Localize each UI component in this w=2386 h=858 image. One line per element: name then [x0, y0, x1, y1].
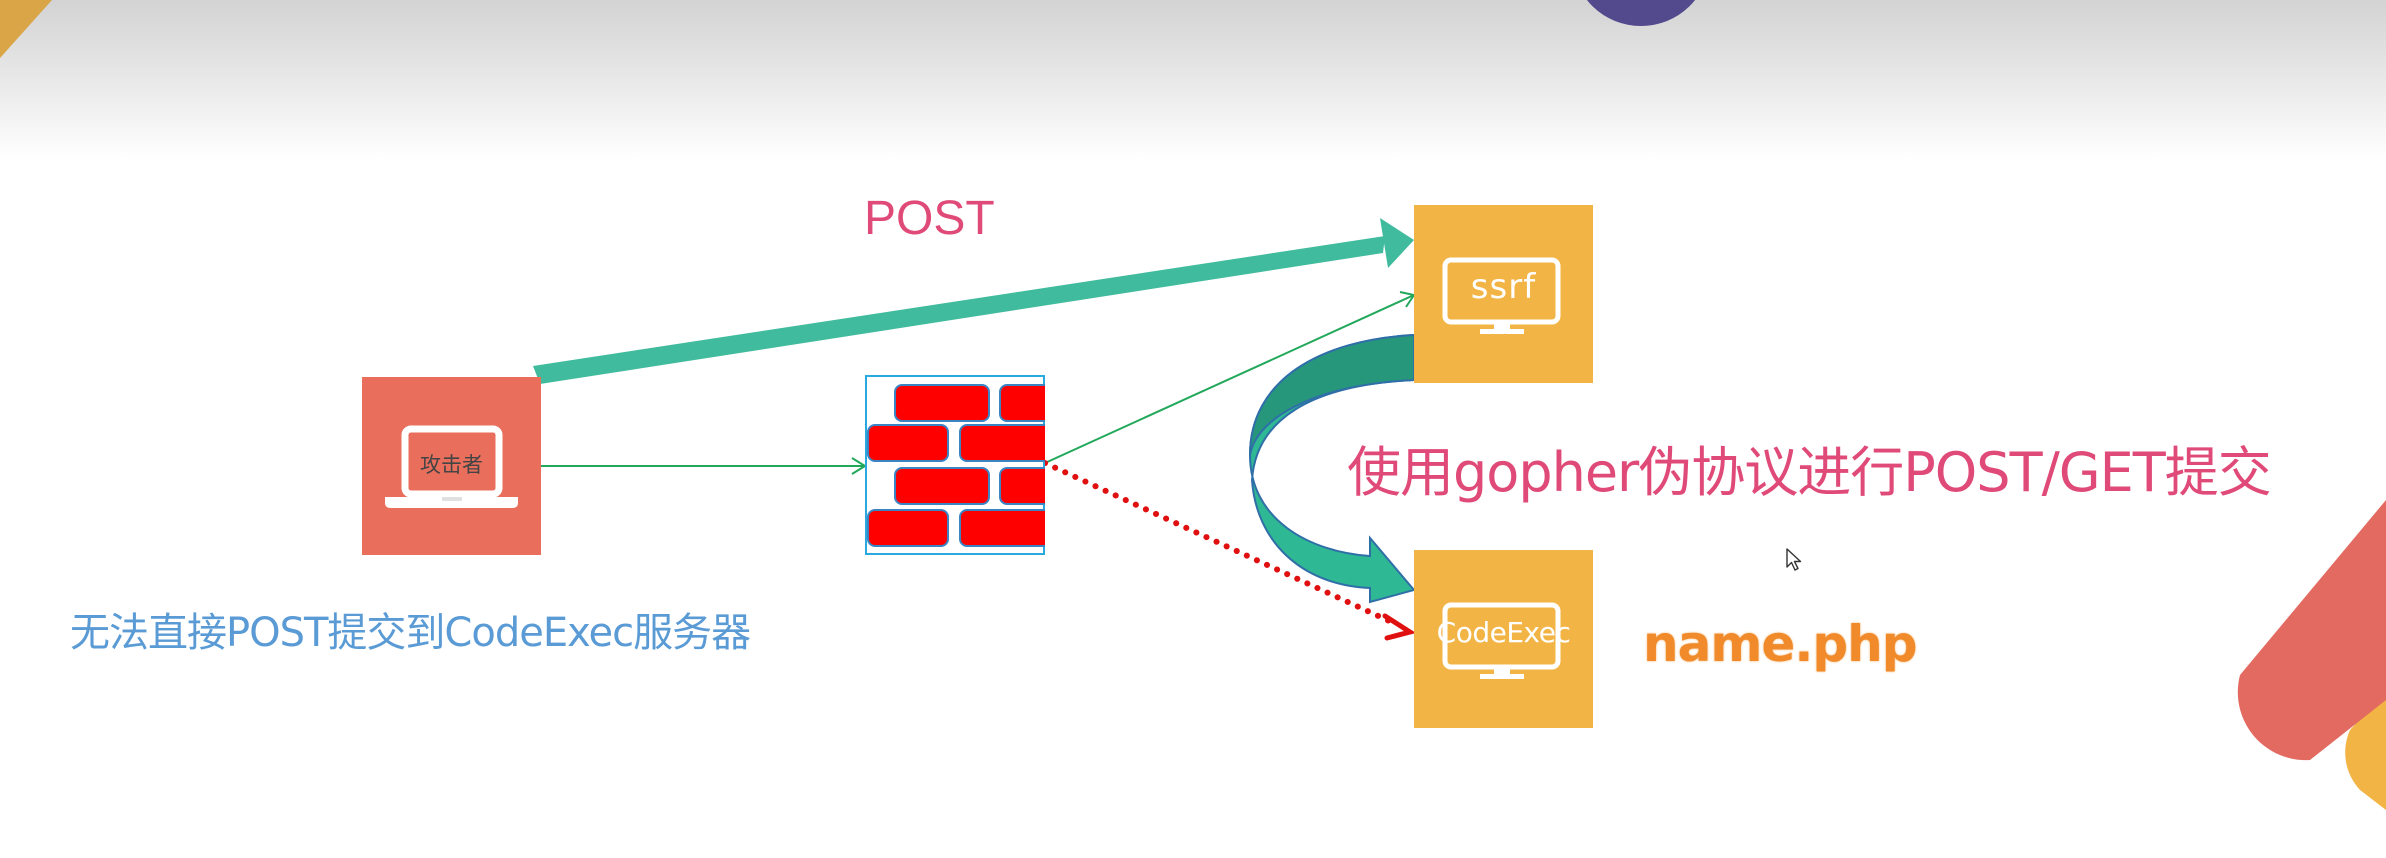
- codeexec-label: CodeExec: [1436, 616, 1571, 649]
- monitor-icon: [1442, 257, 1561, 334]
- ssrf-label: ssrf: [1470, 267, 1537, 307]
- target-file-label: name.php: [1643, 615, 1918, 673]
- post-arrow-label: POST: [864, 192, 995, 245]
- circle-decoration-purple: [1586, 0, 1696, 26]
- post-thick-arrow: [533, 218, 1414, 384]
- attacker-node: 攻击者: [362, 377, 541, 555]
- mouse-cursor-icon: [1786, 548, 1802, 571]
- blocked-caption: 无法直接POST提交到CodeExec服务器: [70, 610, 751, 656]
- gopher-caption: 使用gopher伪协议进行POST/GET提交: [1347, 441, 2272, 504]
- slide-header-gradient: [0, 0, 2386, 160]
- attacker-to-firewall-arrow: [541, 457, 867, 475]
- attacker-label: 攻击者: [420, 453, 483, 477]
- firewall-node: [865, 375, 1045, 555]
- ssrf-to-codeexec-curved-arrow: [1248, 333, 1416, 604]
- codeexec-server-node: CodeExec: [1414, 550, 1593, 728]
- laptop-icon: [385, 425, 518, 508]
- firewall-to-codeexec-dotted-arrow: [1042, 460, 1417, 641]
- ssrf-server-node: ssrf: [1414, 205, 1593, 383]
- firewall-brick-icon: [865, 375, 1045, 555]
- pill-decoration: [2237, 500, 2386, 810]
- monitor-icon: [1442, 602, 1561, 679]
- corner-decoration-gold: [0, 0, 52, 58]
